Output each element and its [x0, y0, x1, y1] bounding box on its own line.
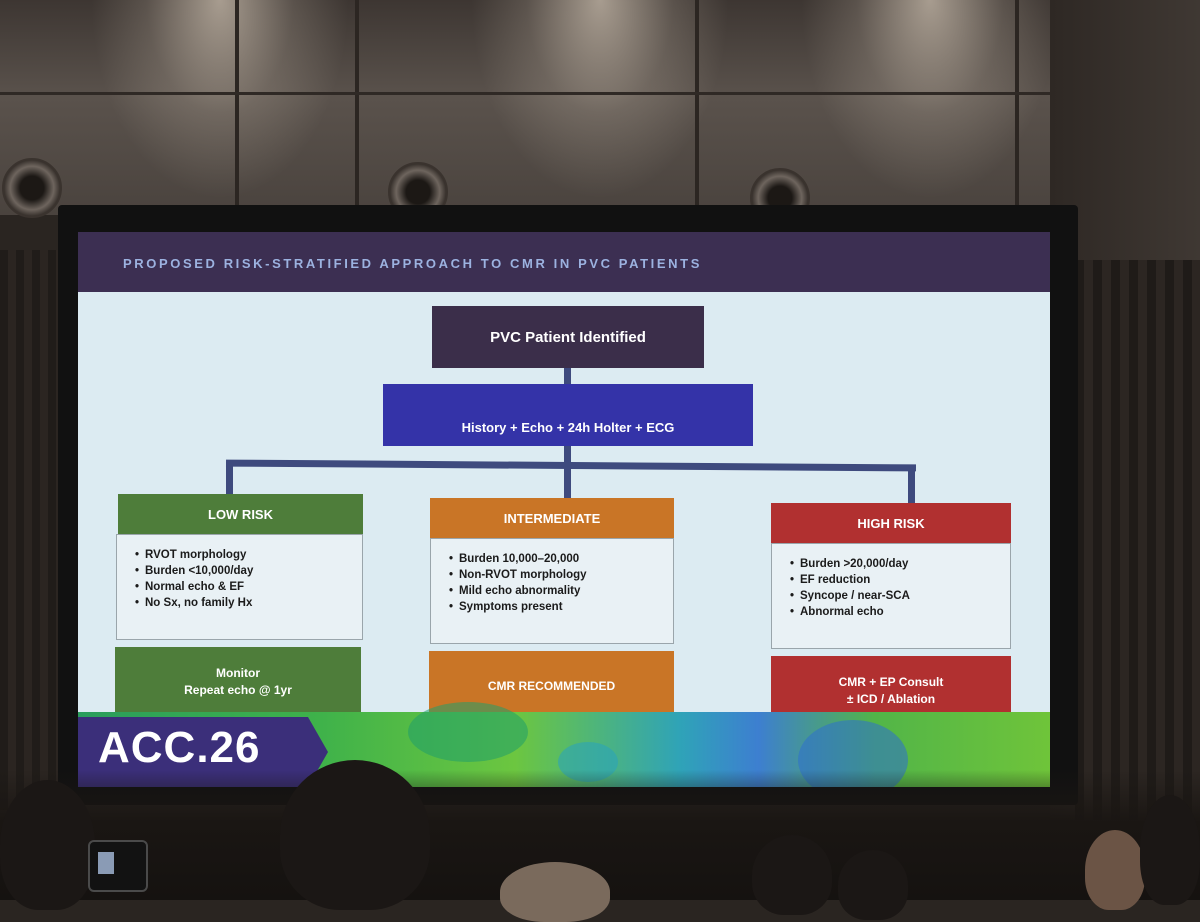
connector-assessment-down [564, 446, 571, 500]
ceiling-beam [235, 0, 239, 215]
audience-head [1140, 795, 1200, 905]
ceiling-light [800, 0, 1060, 200]
audience-head [280, 760, 430, 910]
audience-head [752, 835, 832, 915]
criteria-item: Burden <10,000/day [135, 563, 352, 579]
outcome-line: Repeat echo @ 1yr [184, 683, 292, 697]
slide: PROPOSED RISK-STRATIFIED APPROACH TO CMR… [78, 232, 1050, 787]
criteria-item: Normal echo & EF [135, 579, 352, 595]
low-risk-header: LOW RISK [118, 494, 363, 534]
curtain [0, 250, 60, 810]
outcome-line: ± ICD / Ablation [846, 692, 936, 706]
ceiling-light [90, 0, 350, 200]
low-risk-criteria: RVOT morphology Burden <10,000/day Norma… [116, 534, 363, 640]
phone-icon [88, 840, 148, 892]
outcome-line: Monitor [216, 666, 260, 680]
outcome-line: CMR + EP Consult [838, 675, 944, 689]
criteria-item: Burden >20,000/day [790, 556, 1000, 572]
criteria-item: No Sx, no family Hx [135, 595, 352, 611]
criteria-item: Non-RVOT morphology [449, 567, 663, 583]
audience-head [500, 862, 610, 922]
low-risk-outcome: Monitor Repeat echo @ 1yr [115, 647, 361, 717]
connector-to-high [908, 468, 915, 503]
criteria-item: Mild echo abnormality [449, 583, 663, 599]
connector-to-low [226, 462, 233, 494]
connector-root-to-assessment [564, 368, 571, 384]
banner-decoration [408, 702, 528, 762]
ceiling-speaker-icon [2, 158, 62, 218]
outcome-line: CMR RECOMMENDED [487, 678, 616, 693]
ceiling-beam [1015, 0, 1019, 215]
criteria-item: Syncope / near-SCA [790, 588, 1000, 604]
audience-head [1085, 830, 1145, 910]
ceiling-light [470, 0, 730, 200]
intermediate-risk-header: INTERMEDIATE [430, 498, 674, 538]
intermediate-risk-criteria: Burden 10,000–20,000 Non-RVOT morphology… [430, 538, 674, 644]
high-risk-criteria: Burden >20,000/day EF reduction Syncope … [771, 543, 1011, 649]
ceiling-beam [355, 0, 359, 215]
criteria-item: RVOT morphology [135, 547, 352, 563]
criteria-item: Abnormal echo [790, 604, 1000, 620]
assessment-node-box: History + Echo + 24h Holter + ECG [383, 384, 753, 446]
criteria-item: Burden 10,000–20,000 [449, 551, 663, 567]
ceiling-seam [0, 92, 1200, 95]
audience-head [838, 850, 908, 920]
root-node-box: PVC Patient Identified [432, 306, 704, 368]
criteria-item: Symptoms present [449, 599, 663, 615]
criteria-item: EF reduction [790, 572, 1000, 588]
ceiling-beam [695, 0, 699, 215]
acc-logo: ACC.26 [98, 723, 261, 772]
curtain [1075, 260, 1200, 820]
audience-head [0, 780, 95, 910]
phone-screen [98, 852, 114, 874]
slide-title-bar: PROPOSED RISK-STRATIFIED APPROACH TO CMR… [78, 232, 1050, 292]
high-risk-header: HIGH RISK [771, 503, 1011, 543]
slide-title: PROPOSED RISK-STRATIFIED APPROACH TO CMR… [123, 256, 702, 271]
